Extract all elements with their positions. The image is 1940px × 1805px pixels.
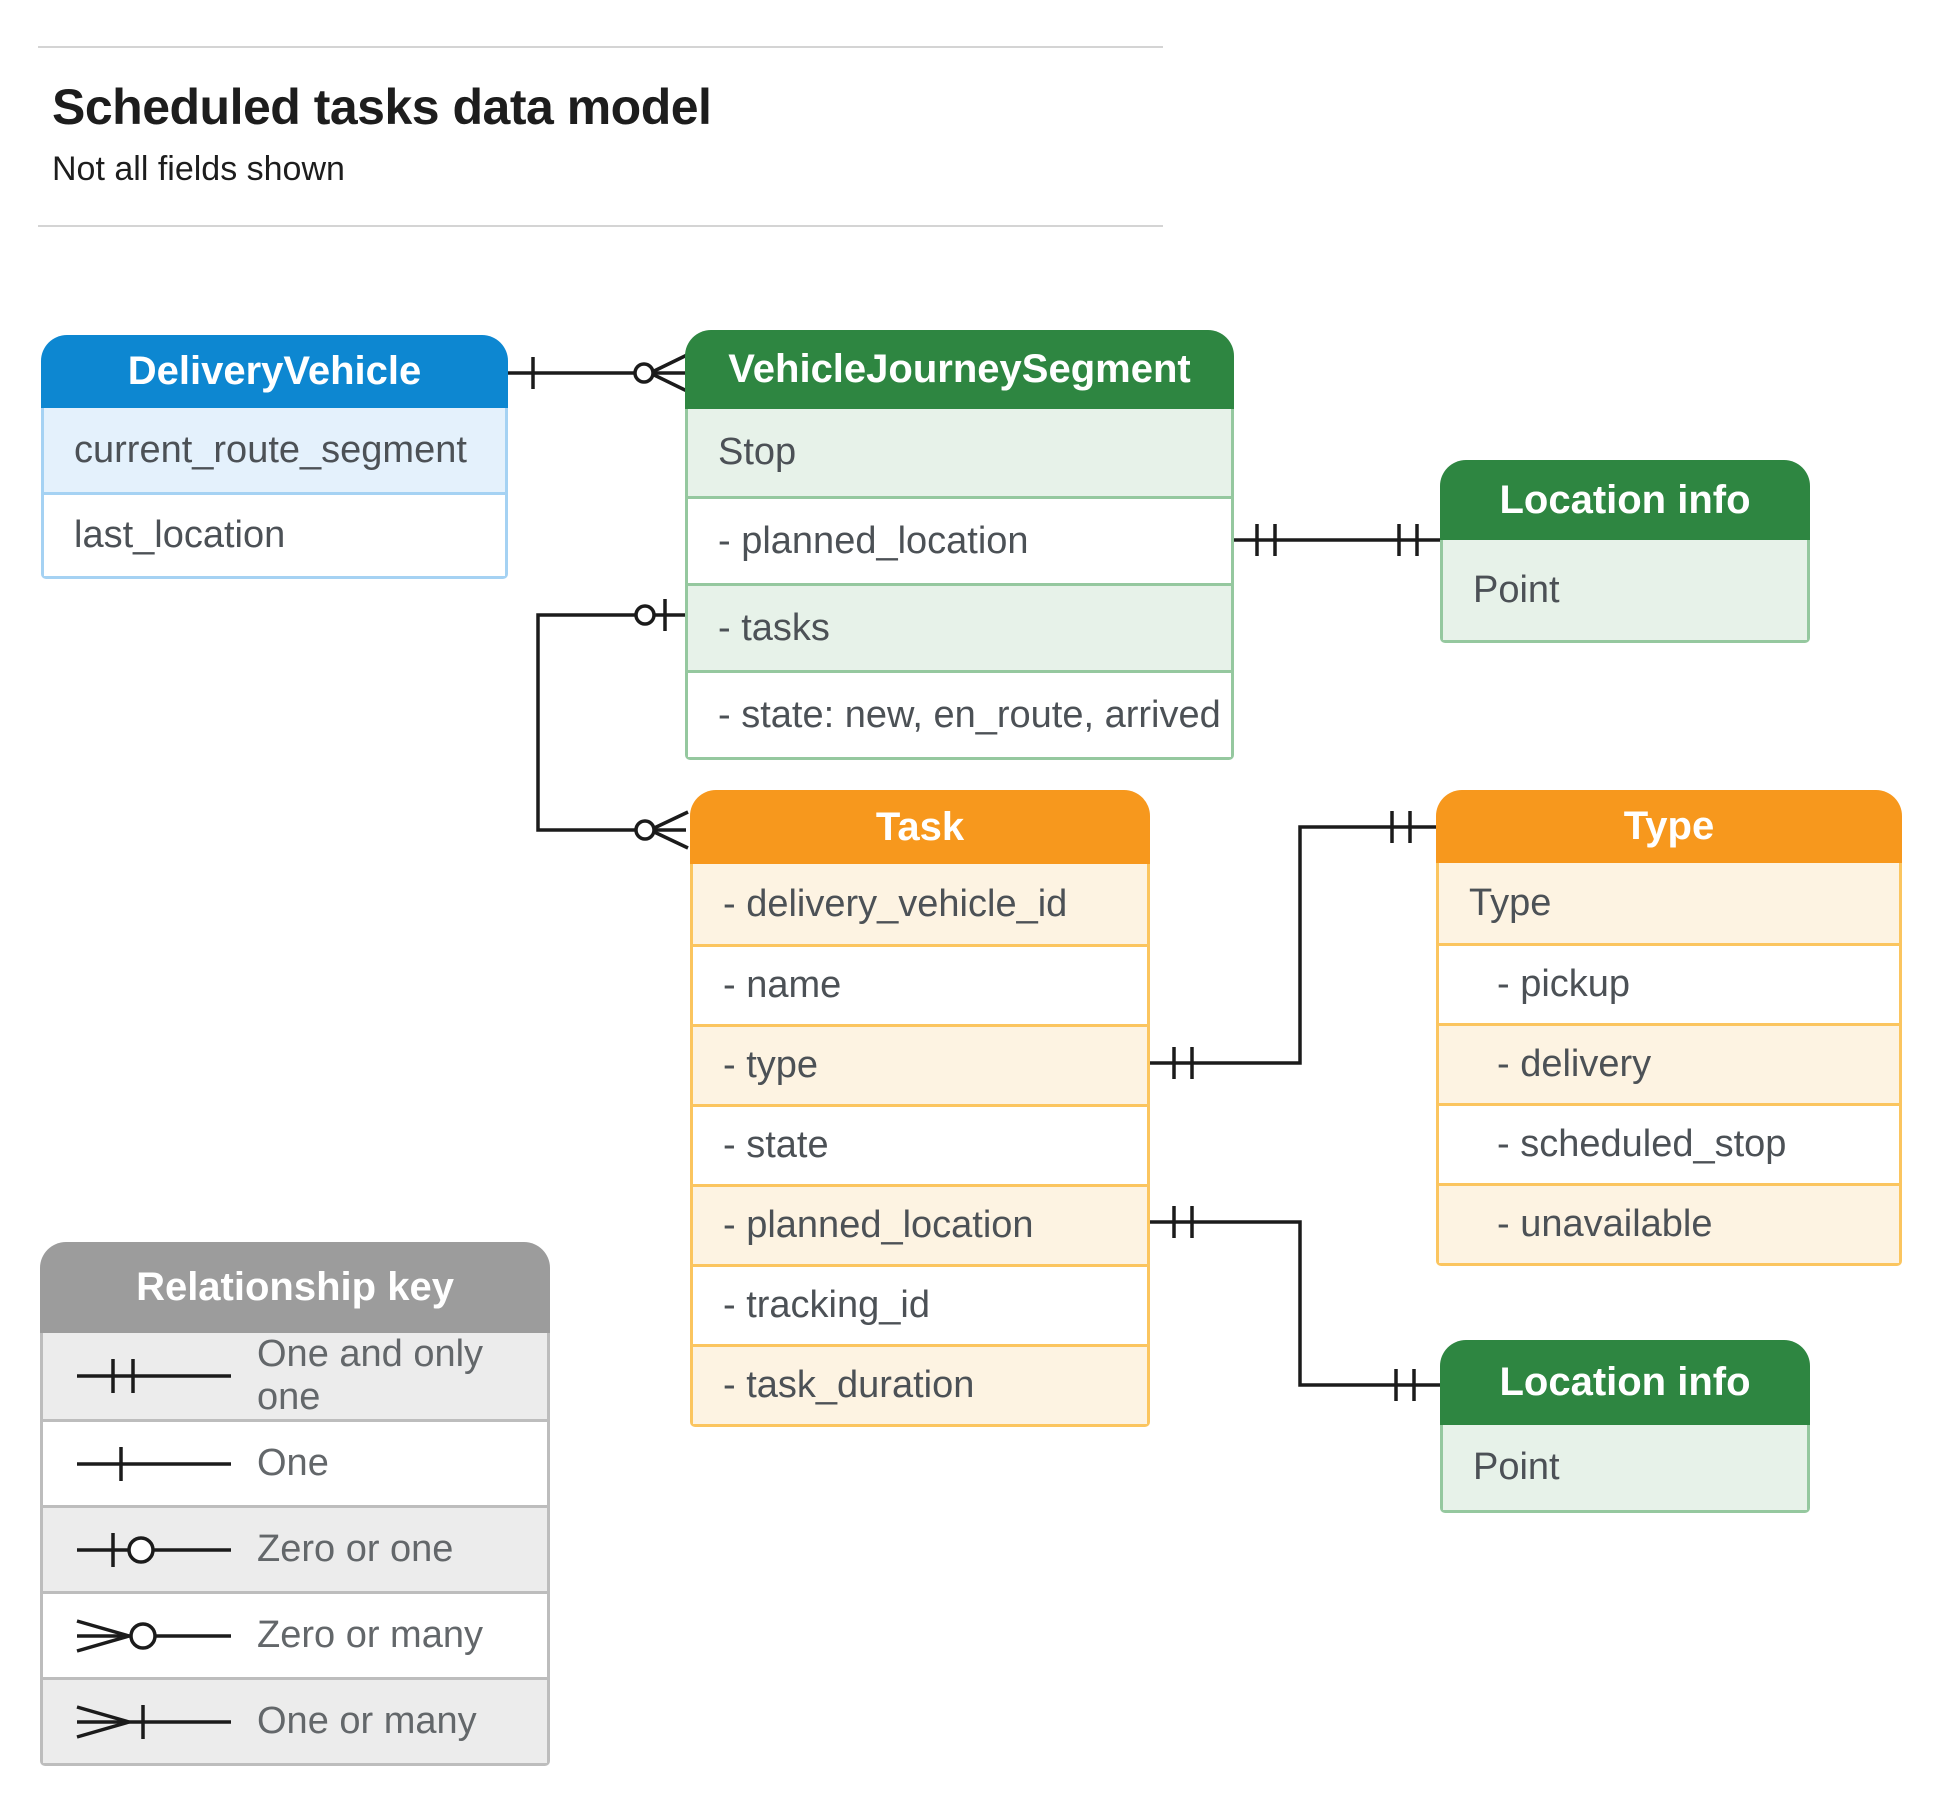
field-label: current_route_segment — [74, 428, 467, 471]
entity-row-type-1: - pickup — [1439, 943, 1899, 1023]
field-label: Stop — [718, 431, 797, 473]
field-label: last_location — [74, 514, 286, 556]
entity-row-task-6: - task_duration — [693, 1344, 1147, 1424]
entity-row-type-2: - delivery — [1439, 1023, 1899, 1103]
field-label: Point — [1473, 568, 1560, 611]
entity-rows: Type - pickup - delivery - scheduled_stop - … — [1436, 863, 1902, 1266]
legend-label: One and only one — [257, 1333, 484, 1418]
entity-header-location-info-top: Location info — [1440, 460, 1810, 540]
entity-rows: Point — [1440, 540, 1810, 643]
legend-label: Zero or one — [257, 1528, 454, 1570]
entity-row-task-4: - planned_location — [693, 1184, 1147, 1264]
field-label: - task_duration — [723, 1364, 975, 1406]
field-label: - delivery_vehicle_id — [723, 882, 1068, 925]
field-label: Type — [1469, 881, 1552, 924]
entity-row-task-5: - tracking_id — [693, 1264, 1147, 1344]
entity-row-type-4: - unavailable — [1439, 1183, 1899, 1263]
field-label: - name — [723, 964, 842, 1006]
legend-label: Zero or many — [257, 1614, 483, 1656]
legend-row-one: One — [43, 1419, 547, 1505]
entity-title: Type — [1623, 804, 1715, 848]
field-label: - tasks — [718, 606, 830, 649]
entity-row-type-0: Type — [1439, 863, 1899, 943]
field-label: - pickup — [1497, 963, 1631, 1005]
entity-row-location-info-bottom-0: Point — [1443, 1425, 1807, 1510]
field-label: - planned_location — [723, 1204, 1034, 1246]
legend-title: Relationship key — [136, 1265, 454, 1309]
field-label: Point — [1473, 1446, 1560, 1488]
entity-header-delivery-vehicle: DeliveryVehicle — [41, 335, 508, 408]
entity-rows: Stop - planned_location - tasks - state: ne… — [685, 409, 1234, 760]
legend-symbol-one-or-many-icon — [76, 1704, 231, 1739]
legend-symbol-zero-or-many-icon — [76, 1618, 231, 1653]
legend-label: One — [257, 1442, 329, 1484]
entity-row-task-1: - name — [693, 944, 1147, 1024]
legend-row-one-and-only-one: One and only one — [43, 1333, 547, 1419]
field-label: - scheduled_stop — [1497, 1123, 1787, 1165]
bottom-rule — [38, 225, 1163, 227]
field-label: - state — [723, 1124, 829, 1166]
entity-title: VehicleJourneySegment — [728, 347, 1191, 391]
entity-header-vehicle-journey-segment: VehicleJourneySegment — [685, 330, 1234, 409]
entity-rows: - delivery_vehicle_id - name - type - state… — [690, 864, 1150, 1427]
entity-row-task-3: - state — [693, 1104, 1147, 1184]
entity-title: Location info — [1499, 1360, 1751, 1404]
entity-row-vehicle-journey-segment-3: - state: new, en_route, arrived — [688, 670, 1231, 757]
legend-row-one-or-many: One or many — [43, 1677, 547, 1763]
legend-symbol-one-and-only-one-icon — [77, 1359, 231, 1393]
entity-rows: current_route_segment last_location — [41, 408, 508, 579]
entity-header-location-info-bottom: Location info — [1440, 1340, 1810, 1425]
entity-row-vehicle-journey-segment-1: - planned_location — [688, 496, 1231, 583]
legend-label: One or many — [257, 1700, 477, 1742]
connector-deliveryvehicle-vehiclejourneysegment — [508, 353, 688, 393]
entity-title: DeliveryVehicle — [127, 349, 422, 393]
page-title: Scheduled tasks data model — [52, 79, 712, 135]
entity-row-task-0: - delivery_vehicle_id — [693, 864, 1147, 944]
entity-rows: Point — [1440, 1425, 1810, 1513]
entity-row-vehicle-journey-segment-2: - tasks — [688, 583, 1231, 670]
field-label: - type — [723, 1044, 819, 1086]
entity-title: Task — [875, 804, 965, 849]
entity-row-vehicle-journey-segment-0: Stop — [688, 409, 1231, 496]
legend-symbol-zero-or-one-icon — [77, 1532, 231, 1567]
legend-row-zero-or-many: Zero or many — [43, 1591, 547, 1677]
connector-task-locationinfo-bottom — [1150, 1206, 1440, 1401]
entity-row-delivery-vehicle-0: current_route_segment — [44, 408, 505, 492]
entity-row-task-2: - type — [693, 1024, 1147, 1104]
legend-row-zero-or-one: Zero or one — [43, 1505, 547, 1591]
field-label: - tracking_id — [723, 1284, 930, 1326]
entity-row-type-3: - scheduled_stop — [1439, 1103, 1899, 1183]
entity-title: Location info — [1499, 477, 1751, 522]
connector-vjs-locationinfo-top — [1234, 524, 1440, 556]
entity-header-type: Type — [1436, 790, 1902, 863]
field-label: - unavailable — [1497, 1203, 1713, 1245]
entity-box-task: Task - delivery_vehicle_id - name - type - s… — [690, 790, 1150, 1427]
top-rule — [38, 46, 1163, 48]
entity-row-delivery-vehicle-1: last_location — [44, 492, 505, 576]
connector-task-type — [1150, 811, 1436, 1079]
entity-row-location-info-top-0: Point — [1443, 540, 1807, 640]
legend-symbol-one-icon — [77, 1446, 231, 1481]
legend-header: Relationship key — [40, 1242, 550, 1333]
entity-header-task: Task — [690, 790, 1150, 864]
field-label: - state: new, en_route, arrived — [718, 693, 1221, 736]
connector-vjs-tasks-task — [536, 599, 689, 850]
field-label: - delivery — [1497, 1043, 1652, 1085]
page-subtitle: Not all fields shown — [52, 150, 345, 188]
field-label: - planned_location — [718, 519, 1029, 562]
